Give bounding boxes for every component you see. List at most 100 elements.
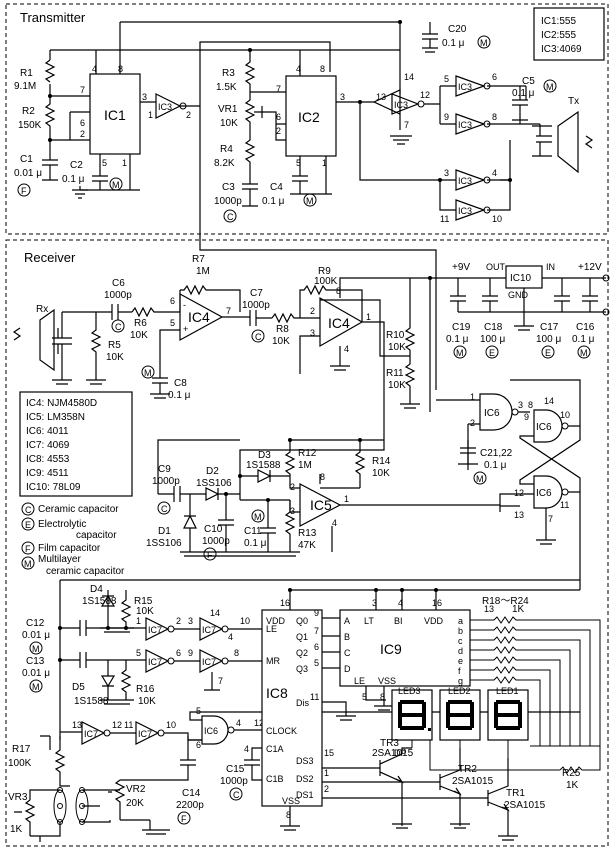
c12-label: C12 [26,618,45,629]
ic9-pin-d: D [344,664,351,674]
ic8-pin-c1a: C1A [266,744,284,754]
led2-display: LED2 [439,686,481,741]
svg-text:4: 4 [296,64,301,74]
ic9-seg-g: g [458,676,463,686]
r4-value: 8.2K [214,158,235,169]
c10-label: C10 [204,524,223,535]
svg-text:5: 5 [314,658,319,668]
ic-legend-rx-2: IC6: 4011 [26,426,69,437]
svg-text:C: C [115,322,122,332]
ic9-pin-le: LE [354,676,365,686]
led3-label: LED3 [398,686,421,696]
ic8-block [261,609,323,807]
c3-ceramic-symbol [223,209,237,223]
ic8-pin-q0: Q0 [296,616,308,626]
svg-text:5: 5 [444,74,449,84]
c16-label: C16 [576,322,595,333]
svg-text:12: 12 [514,488,524,498]
r11-label: R11 [386,368,404,379]
c12-value: 0.01 μ [22,630,50,641]
svg-text:2: 2 [186,110,191,120]
ic8-pin-vss: VSS [282,796,300,806]
svg-text:M: M [144,368,152,378]
svg-text:F: F [181,814,187,824]
svg-text:6: 6 [170,296,175,306]
r7-value: 1M [196,266,210,277]
c19-label: C19 [452,322,471,333]
r14-label: R14 [372,456,391,467]
c6-value: 1000p [104,290,132,301]
r8-label: R8 [276,324,289,335]
svg-text:7: 7 [314,626,319,636]
cap-legend-0: Ceramic capacitor [38,504,119,515]
svg-text:11: 11 [440,214,449,224]
svg-text:E: E [545,348,551,358]
c20-value: 0.1 μ [442,38,465,49]
ic6-a-label: IC6 [484,408,500,419]
svg-text:1: 1 [366,312,371,322]
ic4-b-label: IC4 [328,315,350,331]
r1-value: 9.1M [14,81,36,92]
svg-text:13: 13 [514,510,524,520]
svg-text:3: 3 [372,598,377,608]
r9-label: R9 [318,266,331,277]
svg-text:M: M [24,559,32,569]
ic6-d-label: IC6 [204,726,218,736]
svg-text:M: M [476,474,484,484]
svg-text:5: 5 [170,318,175,328]
r25-label: R25 [562,768,581,779]
ic9-seg-c: c [458,636,463,646]
tr1-label: TR1 [506,788,525,799]
ic9-pin-bi: BI [394,616,403,626]
r9-value: 100K [314,276,338,287]
r18-value: 1K [512,604,525,615]
r13-value: 47K [298,540,316,551]
tx-transducer-label: Tx [568,96,579,107]
r16-label: R16 [136,684,155,695]
c14-label: C14 [182,788,201,799]
ic9-label: IC9 [380,641,402,657]
svg-text:1: 1 [470,392,475,402]
plus12v-label: +12V [578,262,602,273]
r17-value: 100K [8,758,32,769]
svg-text:9: 9 [188,648,193,658]
svg-text:2: 2 [176,616,181,626]
ic6-c-label: IC6 [536,488,552,499]
svg-text:1: 1 [322,158,327,168]
c2-label: C2 [70,160,83,171]
c15-value: 1000p [220,776,248,787]
vr2-label: VR2 [126,784,146,795]
svg-text:9: 9 [314,608,319,618]
svg-text:3: 3 [444,168,449,178]
ic8-pin-ds1: DS1 [296,790,314,800]
c1-value: 0.01 μ [14,168,42,179]
svg-text:3: 3 [340,92,345,102]
ic-legend-tx-0: IC1:555 [541,16,576,27]
ic10-gnd-label: GND [508,290,529,300]
cap-legend-4: Multilayer [38,554,81,565]
r3-value: 1.5K [216,82,237,93]
tr2-transistor: TR2 2SA1015 [322,748,494,829]
svg-text:10: 10 [240,616,250,626]
c14-value: 2200p [176,800,204,811]
svg-text:IC3: IC3 [458,82,472,92]
svg-text:C: C [255,332,262,342]
ic1-block [89,73,141,155]
svg-text:C: C [233,790,240,800]
r1-label: R1 [20,68,33,79]
ic9-seg-e: e [458,656,463,666]
ic8-pin-ds2: DS2 [296,774,314,784]
svg-text:4: 4 [344,344,349,354]
ic-legend-tx-2: IC3:4069 [541,44,582,55]
r14-value: 10K [372,468,390,479]
r18-label: R18～R24 [482,596,529,607]
vr3-label: VR3 [8,792,28,803]
svg-text:3: 3 [142,92,147,102]
svg-text:3: 3 [188,616,193,626]
c6-label: C6 [112,278,125,289]
d3-value: 1S1588 [246,460,281,471]
r5-label: R5 [108,340,121,351]
svg-text:16: 16 [280,598,290,608]
ic8-pin-clock: CLOCK [266,726,297,736]
ic-legend-rx-6: IC10: 78L09 [26,482,81,493]
